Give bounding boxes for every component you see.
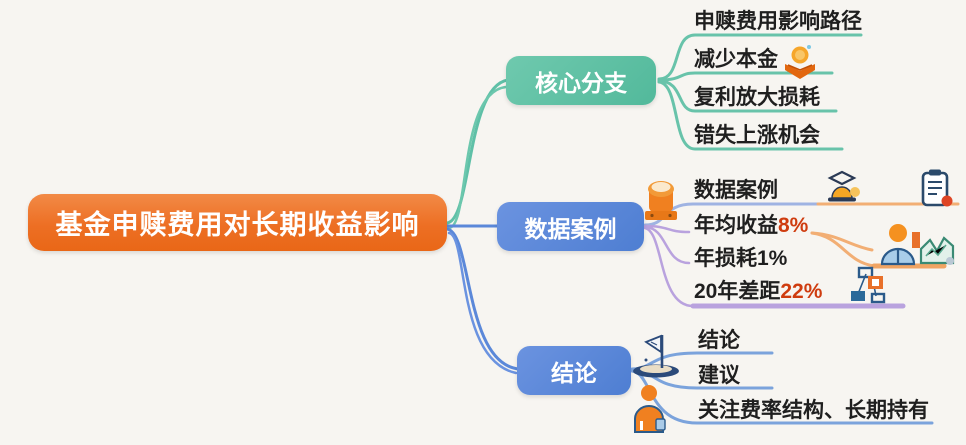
topic-missed-gains[interactable]: 错失上涨机会 [694, 124, 820, 147]
topic-annual-return[interactable]: 年均收益8% [694, 213, 808, 239]
gap-value: 22% [780, 280, 823, 303]
topic-fee-impact-path[interactable]: 申赎费用影响路径 [694, 10, 862, 33]
root-topic[interactable]: 基金申赎费用对长期收益影响 [28, 194, 447, 251]
person-badge-icon[interactable] [632, 385, 672, 438]
topic-conclusion[interactable]: 结论 [698, 329, 740, 352]
topic-annual-return-label: 年均收益 [694, 214, 778, 237]
topic-annual-loss[interactable]: 年损耗1% [694, 247, 788, 270]
mountain-chart-icon[interactable] [918, 234, 956, 271]
person-icon[interactable] [878, 222, 924, 271]
topic-suggestion[interactable]: 建议 [698, 364, 740, 387]
topic-compound-loss[interactable]: 复利放大损耗 [694, 86, 820, 109]
branch-conclusion[interactable]: 结论 [517, 346, 631, 395]
topic-fee-structure-long-hold[interactable]: 关注费率结构、长期持有 [698, 399, 929, 422]
bell-icon[interactable] [822, 170, 866, 209]
branch-core[interactable]: 核心分支 [506, 56, 656, 105]
branch-data-case[interactable]: 数据案例 [497, 202, 644, 251]
annual-return-value: 8% [778, 214, 809, 237]
flowchart-icon[interactable] [846, 266, 890, 311]
topic-20yr-gap-label: 20年差距 [694, 280, 781, 303]
clipboard-pin-icon[interactable] [916, 168, 956, 213]
topic-reduce-principal[interactable]: 减少本金 [694, 48, 778, 71]
topic-data-case[interactable]: 数据案例 [694, 179, 778, 202]
inkwell-pen-icon[interactable] [626, 330, 686, 383]
money-pot-icon[interactable] [641, 177, 681, 228]
topic-20yr-gap[interactable]: 20年差距22% [694, 279, 822, 305]
hands-coin-icon[interactable] [780, 44, 820, 87]
